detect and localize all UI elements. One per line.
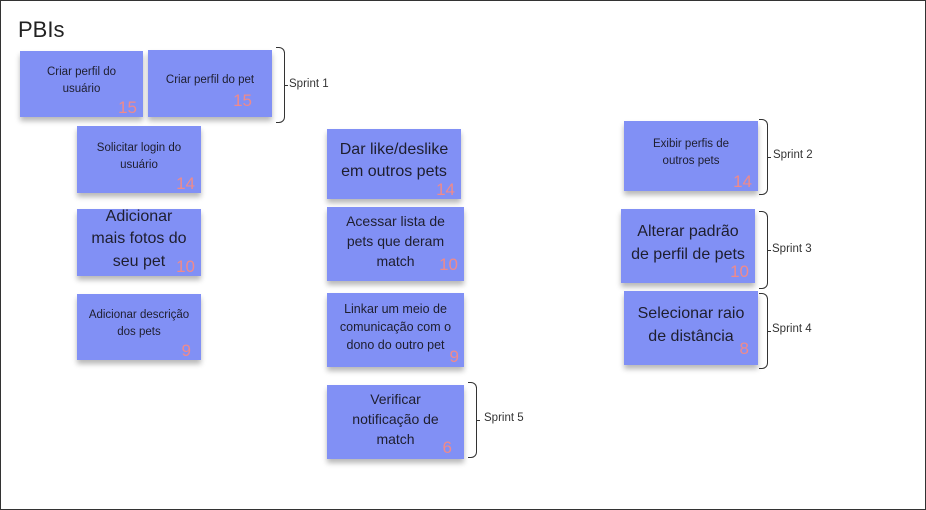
note-text: Exibir perfis de outros pets bbox=[652, 138, 730, 167]
brace-sprint-1 bbox=[276, 47, 288, 123]
sticky-note-dar-like[interactable]: Dar like/deslike em outros pets 14 bbox=[327, 129, 461, 199]
note-points: 15 bbox=[118, 98, 137, 117]
brace-sprint-2 bbox=[759, 119, 771, 195]
note-text: Criar perfil do usuário bbox=[46, 66, 117, 95]
sticky-note-exibir-perfis[interactable]: Exibir perfis de outros pets 14 bbox=[624, 121, 758, 191]
note-points: 10 bbox=[439, 255, 458, 274]
board-title: PBIs bbox=[18, 17, 65, 42]
sprint-label-3: Sprint 3 bbox=[772, 243, 812, 255]
note-points: 8 bbox=[739, 339, 749, 358]
brace-sprint-3 bbox=[759, 211, 771, 289]
note-points: 14 bbox=[436, 180, 455, 199]
sticky-note-adicionar-descricao[interactable]: Adicionar descrição dos pets 9 bbox=[77, 294, 201, 360]
sprint-label-4: Sprint 4 bbox=[772, 323, 812, 335]
note-text: Acessar lista de pets que deram match bbox=[346, 212, 445, 270]
sticky-note-adicionar-fotos[interactable]: Adicionar mais fotos do seu pet 10 bbox=[77, 207, 201, 276]
sticky-note-acessar-lista[interactable]: Acessar lista de pets que deram match 10 bbox=[327, 207, 464, 281]
sprint-label-5: Sprint 5 bbox=[484, 412, 524, 424]
note-text: Selecionar raio de distância bbox=[637, 304, 745, 345]
sticky-note-selecionar-raio[interactable]: Selecionar raio de distância 8 bbox=[624, 291, 758, 365]
brace-sprint-5 bbox=[468, 382, 480, 458]
note-points: 14 bbox=[176, 174, 195, 193]
sticky-note-linkar-comunicacao[interactable]: Linkar um meio de comunicação com o dono… bbox=[327, 293, 464, 367]
note-text: Verificar notificação de match bbox=[352, 390, 439, 448]
sticky-note-solicitar-login[interactable]: Solicitar login do usuário 14 bbox=[77, 126, 201, 193]
note-text: Solicitar login do usuário bbox=[96, 141, 182, 171]
note-text: Adicionar descrição dos pets bbox=[88, 309, 190, 338]
note-points: 9 bbox=[449, 347, 459, 366]
sticky-note-verificar-notificacao[interactable]: Verificar notificação de match 6 bbox=[327, 385, 464, 459]
note-points: 14 bbox=[733, 172, 752, 191]
note-text: Adicionar mais fotos do seu pet bbox=[91, 207, 187, 270]
brace-sprint-4 bbox=[759, 293, 771, 369]
note-points: 10 bbox=[176, 257, 195, 276]
sticky-note-criar-perfil-usuario[interactable]: Criar perfil do usuário 15 bbox=[20, 51, 143, 117]
note-text: Criar perfil do pet bbox=[165, 74, 255, 87]
note-text: Dar like/deslike em outros pets bbox=[339, 141, 449, 180]
note-points: 15 bbox=[233, 91, 252, 110]
sticky-note-alterar-padrao[interactable]: Alterar padrão de perfil de pets 10 bbox=[621, 209, 755, 283]
sprint-label-1: Sprint 1 bbox=[289, 78, 329, 90]
note-points: 9 bbox=[181, 341, 191, 360]
note-points: 6 bbox=[442, 438, 452, 457]
sticky-note-criar-perfil-pet[interactable]: Criar perfil do pet 15 bbox=[148, 50, 272, 117]
note-text: Alterar padrão de perfil de pets bbox=[631, 222, 745, 263]
note-text: Linkar um meio de comunicação com o dono… bbox=[339, 301, 452, 353]
note-points: 10 bbox=[730, 262, 749, 281]
sprint-label-2: Sprint 2 bbox=[773, 149, 813, 161]
